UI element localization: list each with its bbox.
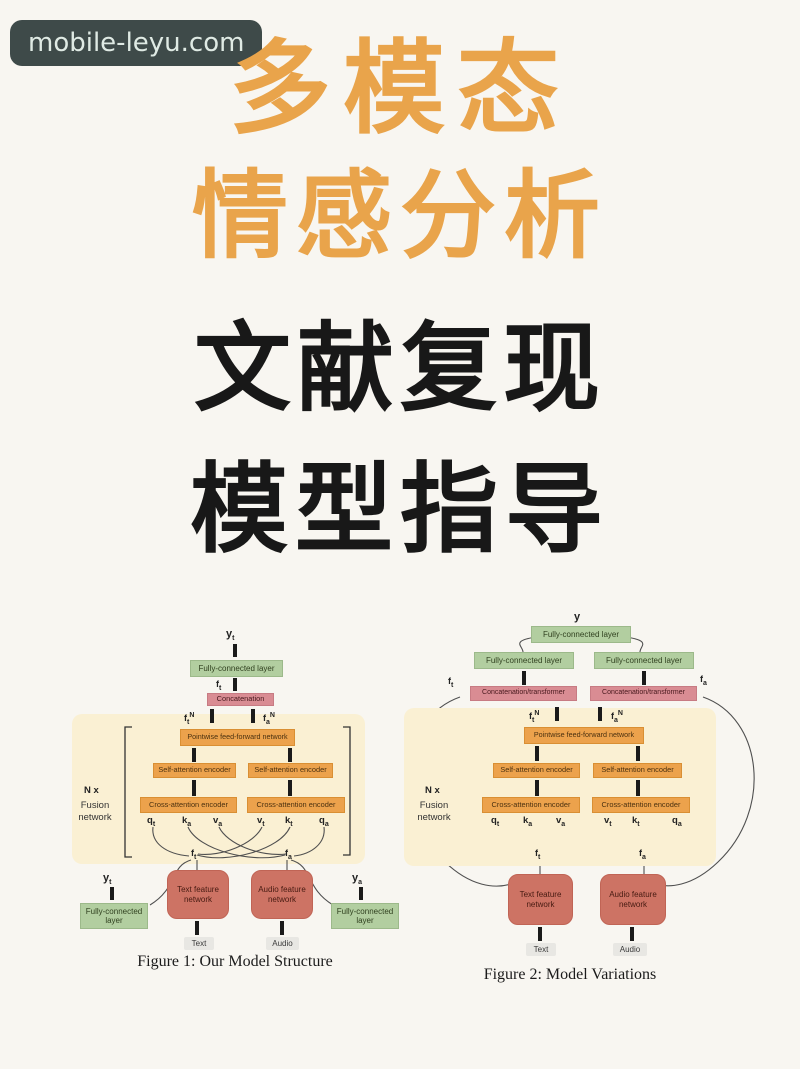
- fig1-fully-connected-box: Fully-connected layer: [190, 660, 283, 677]
- fig2-label-ft-top: ft: [448, 676, 454, 689]
- fig1-label-va: va: [213, 815, 223, 828]
- fig1-label-ft-top: ft: [216, 679, 222, 692]
- watermark-text: mobile-leyu.com: [28, 28, 245, 58]
- fig1-fully-connected-left: Fully-connected layer: [80, 903, 148, 929]
- fig1-audio-feature-box: Audio feature network: [251, 870, 313, 919]
- fig1-pointwise-ffn-box: Pointwise feed-forward network: [180, 729, 295, 746]
- fig1-text-feature-box: Text feature network: [167, 870, 229, 919]
- fig1-label-faN: faN: [263, 712, 275, 726]
- fig2-arrow-concat-left: [522, 671, 526, 685]
- fig1-label-vt: vt: [257, 815, 265, 828]
- fig2-audio-input-box: Audio: [613, 943, 647, 956]
- fig1-label-ntimes: N x: [84, 785, 99, 796]
- fig2-label-ftN: ftN: [529, 710, 540, 724]
- fig1-arrow-self-left: [192, 748, 196, 762]
- fig2-self-attention-right: Self-attention encoder: [593, 763, 682, 778]
- fig1-self-attention-right: Self-attention encoder: [248, 763, 333, 778]
- fig2-label-ntimes: N x: [425, 785, 440, 796]
- fig2-fully-connected-top: Fully-connected layer: [531, 626, 631, 643]
- fig1-arrow-ya-side: [359, 887, 363, 900]
- fig2-arrow-cross-left: [535, 780, 539, 796]
- fig2-arrow-concat-right: [642, 671, 646, 685]
- fig2-arrow-cross-right: [636, 780, 640, 796]
- title-line-2: 情感分析: [192, 160, 608, 272]
- fig2-self-attention-left: Self-attention encoder: [493, 763, 580, 778]
- fig1-fully-connected-right: Fully-connected layer: [331, 903, 399, 929]
- fig1-text-input-box: Text: [184, 937, 214, 950]
- fig2-fully-connected-left: Fully-connected layer: [474, 652, 574, 669]
- fig1-audio-input-box: Audio: [266, 937, 299, 950]
- fig1-label-ftN: ftN: [184, 712, 195, 726]
- fig1-label-yt: yt: [226, 628, 235, 643]
- title-line-3: 文献复现: [194, 312, 606, 425]
- fig1-arrow-audio-input: [280, 921, 284, 935]
- fig1-arrow-self-right: [288, 748, 292, 762]
- fig1-label-ya-side: ya: [352, 872, 363, 887]
- fig2-fully-connected-right: Fully-connected layer: [594, 652, 694, 669]
- figure1-caption: Figure 1: Our Model Structure: [137, 953, 333, 970]
- fig2-concat-transformer-left: Concatenation/transformer: [470, 686, 577, 701]
- fig2-label-ka: ka: [523, 815, 533, 828]
- fig2-label-y: y: [574, 611, 581, 623]
- fig1-label-ft-bottom: ft: [191, 848, 197, 861]
- fig1-label-qa: qa: [319, 815, 329, 828]
- fig1-arrow-yt-side: [110, 887, 114, 900]
- fig1-arrow-faN: [251, 709, 255, 723]
- fig2-label-va: va: [556, 815, 566, 828]
- figure2-caption: Figure 2: Model Variations: [483, 966, 657, 983]
- fig2-label-qt: qt: [491, 815, 500, 828]
- fig2-cross-attention-left: Cross-attention encoder: [482, 797, 580, 813]
- fig1-label-qt: qt: [147, 815, 156, 828]
- fig1-label-kt: kt: [285, 815, 293, 828]
- fig2-arrow-ftN: [555, 707, 559, 721]
- fig2-label-kt: kt: [632, 815, 640, 828]
- fig2-label-ft-bottom: ft: [535, 848, 541, 861]
- fig1-label-ka: ka: [182, 815, 192, 828]
- fig1-arrow-cross-right: [288, 780, 292, 796]
- fig1-arrow-yt: [233, 644, 237, 657]
- fig2-arrow-text-input: [538, 927, 542, 941]
- fig1-arrow-ftN: [210, 709, 214, 723]
- fig1-fusion-network-label: Fusion network: [78, 800, 112, 824]
- fig1-label-fa-bottom: fa: [285, 848, 292, 861]
- fig2-label-fa-top: fa: [700, 674, 707, 687]
- fig2-concat-transformer-right: Concatenation/transformer: [590, 686, 697, 701]
- fig1-arrow-cross-left: [192, 780, 196, 796]
- watermark-badge: mobile-leyu.com: [10, 20, 263, 66]
- fig2-label-vt: vt: [604, 815, 612, 828]
- fig2-audio-feature-box: Audio feature network: [600, 874, 666, 925]
- fig2-arrow-self-left: [535, 746, 539, 761]
- title-line-1: 多模态: [229, 30, 571, 149]
- fig1-arrow-text-input: [195, 921, 199, 935]
- fig2-label-fa-bottom: fa: [639, 848, 646, 861]
- fig2-cross-attention-right: Cross-attention encoder: [592, 797, 690, 813]
- fig2-pointwise-ffn-box: Pointwise feed-forward network: [524, 727, 644, 744]
- fig2-arrow-audio-input: [630, 927, 634, 941]
- title-line-4: 模型指导: [189, 453, 610, 567]
- fig1-cross-attention-left: Cross-attention encoder: [140, 797, 237, 813]
- fig1-cross-attention-right: Cross-attention encoder: [247, 797, 345, 813]
- fig2-text-input-box: Text: [526, 943, 556, 956]
- fig2-text-feature-box: Text feature network: [508, 874, 573, 925]
- fig2-label-faN: faN: [611, 710, 623, 724]
- fig1-self-attention-left: Self-attention encoder: [153, 763, 236, 778]
- fig2-arrow-self-right: [636, 746, 640, 761]
- fig2-arrow-faN: [598, 707, 602, 721]
- fig1-label-yt-side: yt: [103, 872, 112, 887]
- fig1-arrow-concat: [233, 678, 237, 691]
- fig1-concatenation-box: Concatenation: [207, 693, 274, 706]
- fig2-fusion-network-label: Fusion network: [417, 800, 451, 824]
- fig2-label-qa: qa: [672, 815, 682, 828]
